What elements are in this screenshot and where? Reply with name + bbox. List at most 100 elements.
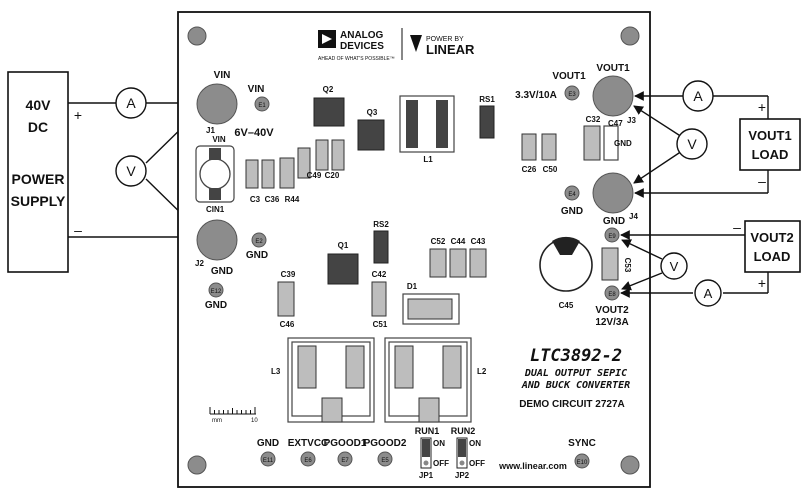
j4-label: J4	[629, 212, 638, 221]
c53-label: C53	[623, 258, 632, 273]
j3-label: J3	[627, 116, 636, 125]
l1-inductor	[399, 95, 455, 153]
vout2-load-box	[744, 220, 801, 273]
svg-text:DEVICES: DEVICES	[340, 41, 384, 52]
rs2-resistor	[373, 230, 389, 264]
vout1-spec-label: 3.3V/10A	[515, 90, 557, 101]
vin-range-label: 6V–40V	[234, 127, 274, 139]
supply-plus-sign: +	[74, 107, 82, 123]
input-cap-row	[245, 139, 345, 189]
c39-capacitor	[277, 281, 295, 317]
vout1-load-minus: –	[758, 173, 766, 189]
e2-gnd-label: GND	[246, 250, 268, 261]
e8-turret[interactable]	[604, 285, 620, 301]
l2-label: L2	[477, 367, 487, 376]
rs2-label: RS2	[373, 220, 389, 229]
vout1-voltmeter-icon	[676, 128, 708, 160]
j4-gnd-label: GND	[603, 216, 625, 227]
j4-gnd-terminal[interactable]	[592, 172, 634, 214]
e4-turret[interactable]	[564, 185, 580, 201]
j1-vin-terminal[interactable]	[196, 83, 238, 125]
c42-capacitor	[371, 281, 387, 317]
vin-j1-label: VIN	[214, 70, 231, 81]
e5-turret[interactable]	[377, 451, 393, 467]
q3-mosfet	[357, 119, 385, 151]
e10-turret[interactable]	[574, 453, 590, 469]
l3-pad-bottom	[321, 397, 343, 423]
power-supply-box	[7, 71, 69, 273]
e7-turret[interactable]	[337, 451, 353, 467]
mm-scale	[209, 407, 256, 415]
c20-label: C20	[325, 171, 340, 180]
supply-power-label: POWER	[12, 171, 65, 187]
mount-hole-top-right	[620, 26, 640, 46]
vout2-ammeter-label: A	[704, 286, 713, 301]
r44-label: R44	[285, 195, 300, 204]
cin1-capacitor	[195, 145, 235, 203]
e12-label: E12	[211, 289, 222, 295]
e2-label: E2	[255, 239, 263, 245]
l2-pad-right	[442, 345, 462, 389]
q2-label: Q2	[323, 85, 334, 94]
l2-pad-bottom	[418, 397, 440, 423]
vout1-ammeter-icon	[682, 80, 714, 112]
e6-turret[interactable]	[300, 451, 316, 467]
e3-turret[interactable]	[564, 85, 580, 101]
input-ammeter-label: A	[126, 95, 136, 111]
cin1-label: CIN1	[206, 205, 225, 214]
board-subtitle-2: AND BUCK CONVERTER	[521, 380, 630, 391]
svg-text:ANALOG: ANALOG	[340, 30, 384, 41]
e9-label: E9	[608, 234, 616, 240]
e9-turret[interactable]	[604, 227, 620, 243]
c45-label: C45	[559, 301, 574, 310]
c44-label: C44	[451, 237, 466, 246]
jp2-off-label: OFF	[469, 459, 485, 468]
rs1-label: RS1	[479, 95, 495, 104]
vout2-voltmeter-icon	[660, 252, 688, 280]
c47-capacitor	[603, 125, 619, 161]
svg-text:AHEAD OF WHAT'S POSSIBLE™: AHEAD OF WHAT'S POSSIBLE™	[318, 56, 395, 62]
scale-10-label: 10	[251, 418, 258, 424]
c51-label: C51	[373, 320, 388, 329]
jp1-shunt	[422, 439, 430, 457]
c43-label: C43	[471, 237, 486, 246]
rs1-resistor	[479, 105, 495, 139]
vout2-voltmeter-label: V	[670, 259, 679, 274]
c36-label: C36	[265, 195, 280, 204]
pgood2-label: PGOOD2	[364, 438, 407, 449]
input-ammeter-icon	[115, 87, 147, 119]
e7-label: E7	[341, 458, 349, 464]
c52-label: C52	[431, 237, 446, 246]
l3-label: L3	[271, 367, 281, 376]
j2-label: J2	[195, 259, 204, 268]
run1-label: RUN1	[415, 426, 440, 436]
input-voltmeter-label: V	[126, 163, 136, 179]
vout1-e3-label: VOUT1	[552, 71, 586, 82]
j2-gnd-terminal[interactable]	[196, 219, 238, 261]
e11-turret[interactable]	[260, 451, 276, 467]
c26-c50-caps	[521, 133, 557, 161]
q1-label: Q1	[338, 241, 349, 250]
linear-logo: POWER BY LINEAR	[410, 35, 475, 57]
supply-dc-label: DC	[28, 119, 48, 135]
vout1-voltmeter-lead-bottom	[633, 150, 683, 184]
j3-vout1-terminal[interactable]	[592, 75, 634, 117]
mount-hole-top-left	[187, 26, 207, 46]
board-demo-label: DEMO CIRCUIT 2727A	[519, 399, 625, 410]
e1-turret[interactable]	[254, 96, 270, 112]
jp1-off-label: OFF	[433, 459, 449, 468]
e2-turret[interactable]	[251, 232, 267, 248]
e5-label: E5	[381, 458, 389, 464]
svg-text:LINEAR: LINEAR	[426, 42, 475, 57]
sync-label: SYNC	[568, 438, 596, 449]
e12-turret[interactable]	[208, 282, 224, 298]
supply-minus-sign: –	[74, 222, 82, 238]
l1-core-left	[406, 100, 418, 148]
svg-text:POWER BY: POWER BY	[426, 36, 464, 43]
c46-label: C46	[280, 320, 295, 329]
e6-label: E6	[304, 458, 312, 464]
vout1-load-line1: VOUT1	[748, 128, 791, 143]
e11-label: E11	[263, 458, 274, 464]
vout2-voltmeter-lead-bottom	[621, 272, 663, 291]
